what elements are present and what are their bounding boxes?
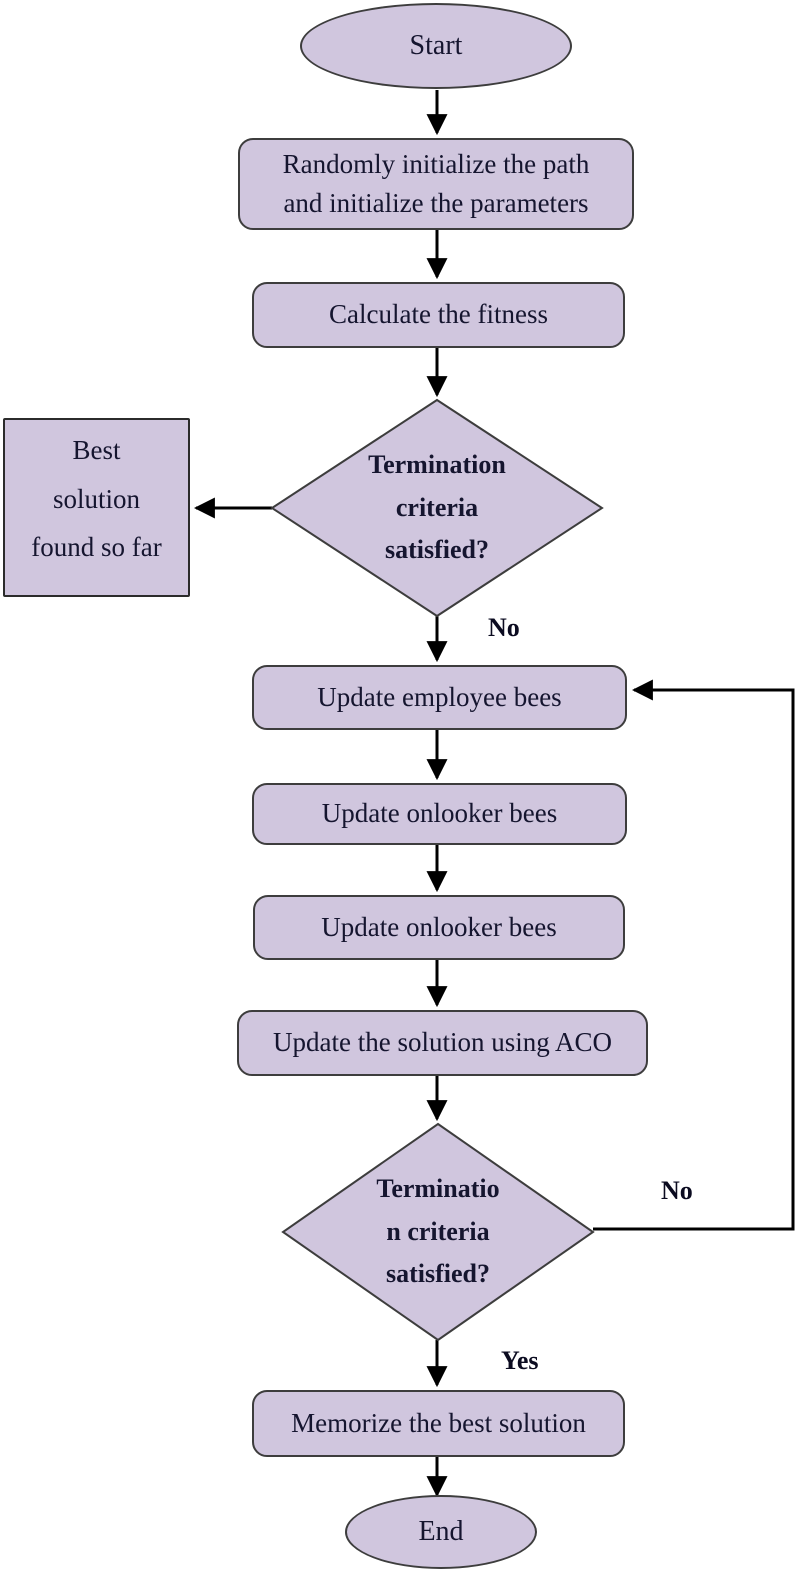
best-solution-node: Best solution found so far: [3, 418, 190, 597]
edge-label-yes: Yes: [501, 1346, 539, 1375]
update-onlooker1-node: Update onlooker bees: [252, 783, 627, 845]
decision1-label: Termination criteria satisfied?: [368, 449, 506, 565]
arrow-loop-no: [593, 679, 795, 1231]
decision2-diamond: [281, 1122, 595, 1342]
init-node: Randomly initialize the path and initial…: [238, 138, 634, 230]
start-node: Start: [300, 3, 572, 89]
edge-label-no-1: No: [488, 613, 520, 642]
update-aco-node: Update the solution using ACO: [237, 1010, 648, 1076]
decision2-label: Terminatio n criteria satisfied?: [376, 1173, 500, 1289]
update-onlooker2-node: Update onlooker bees: [253, 895, 625, 960]
edge-label-no-2: No: [661, 1176, 693, 1205]
fitness-node: Calculate the fitness: [252, 282, 625, 348]
decision1-diamond: [270, 398, 604, 618]
memorize-node: Memorize the best solution: [252, 1390, 625, 1457]
end-node: End: [345, 1495, 537, 1569]
update-employee-node: Update employee bees: [252, 665, 627, 730]
